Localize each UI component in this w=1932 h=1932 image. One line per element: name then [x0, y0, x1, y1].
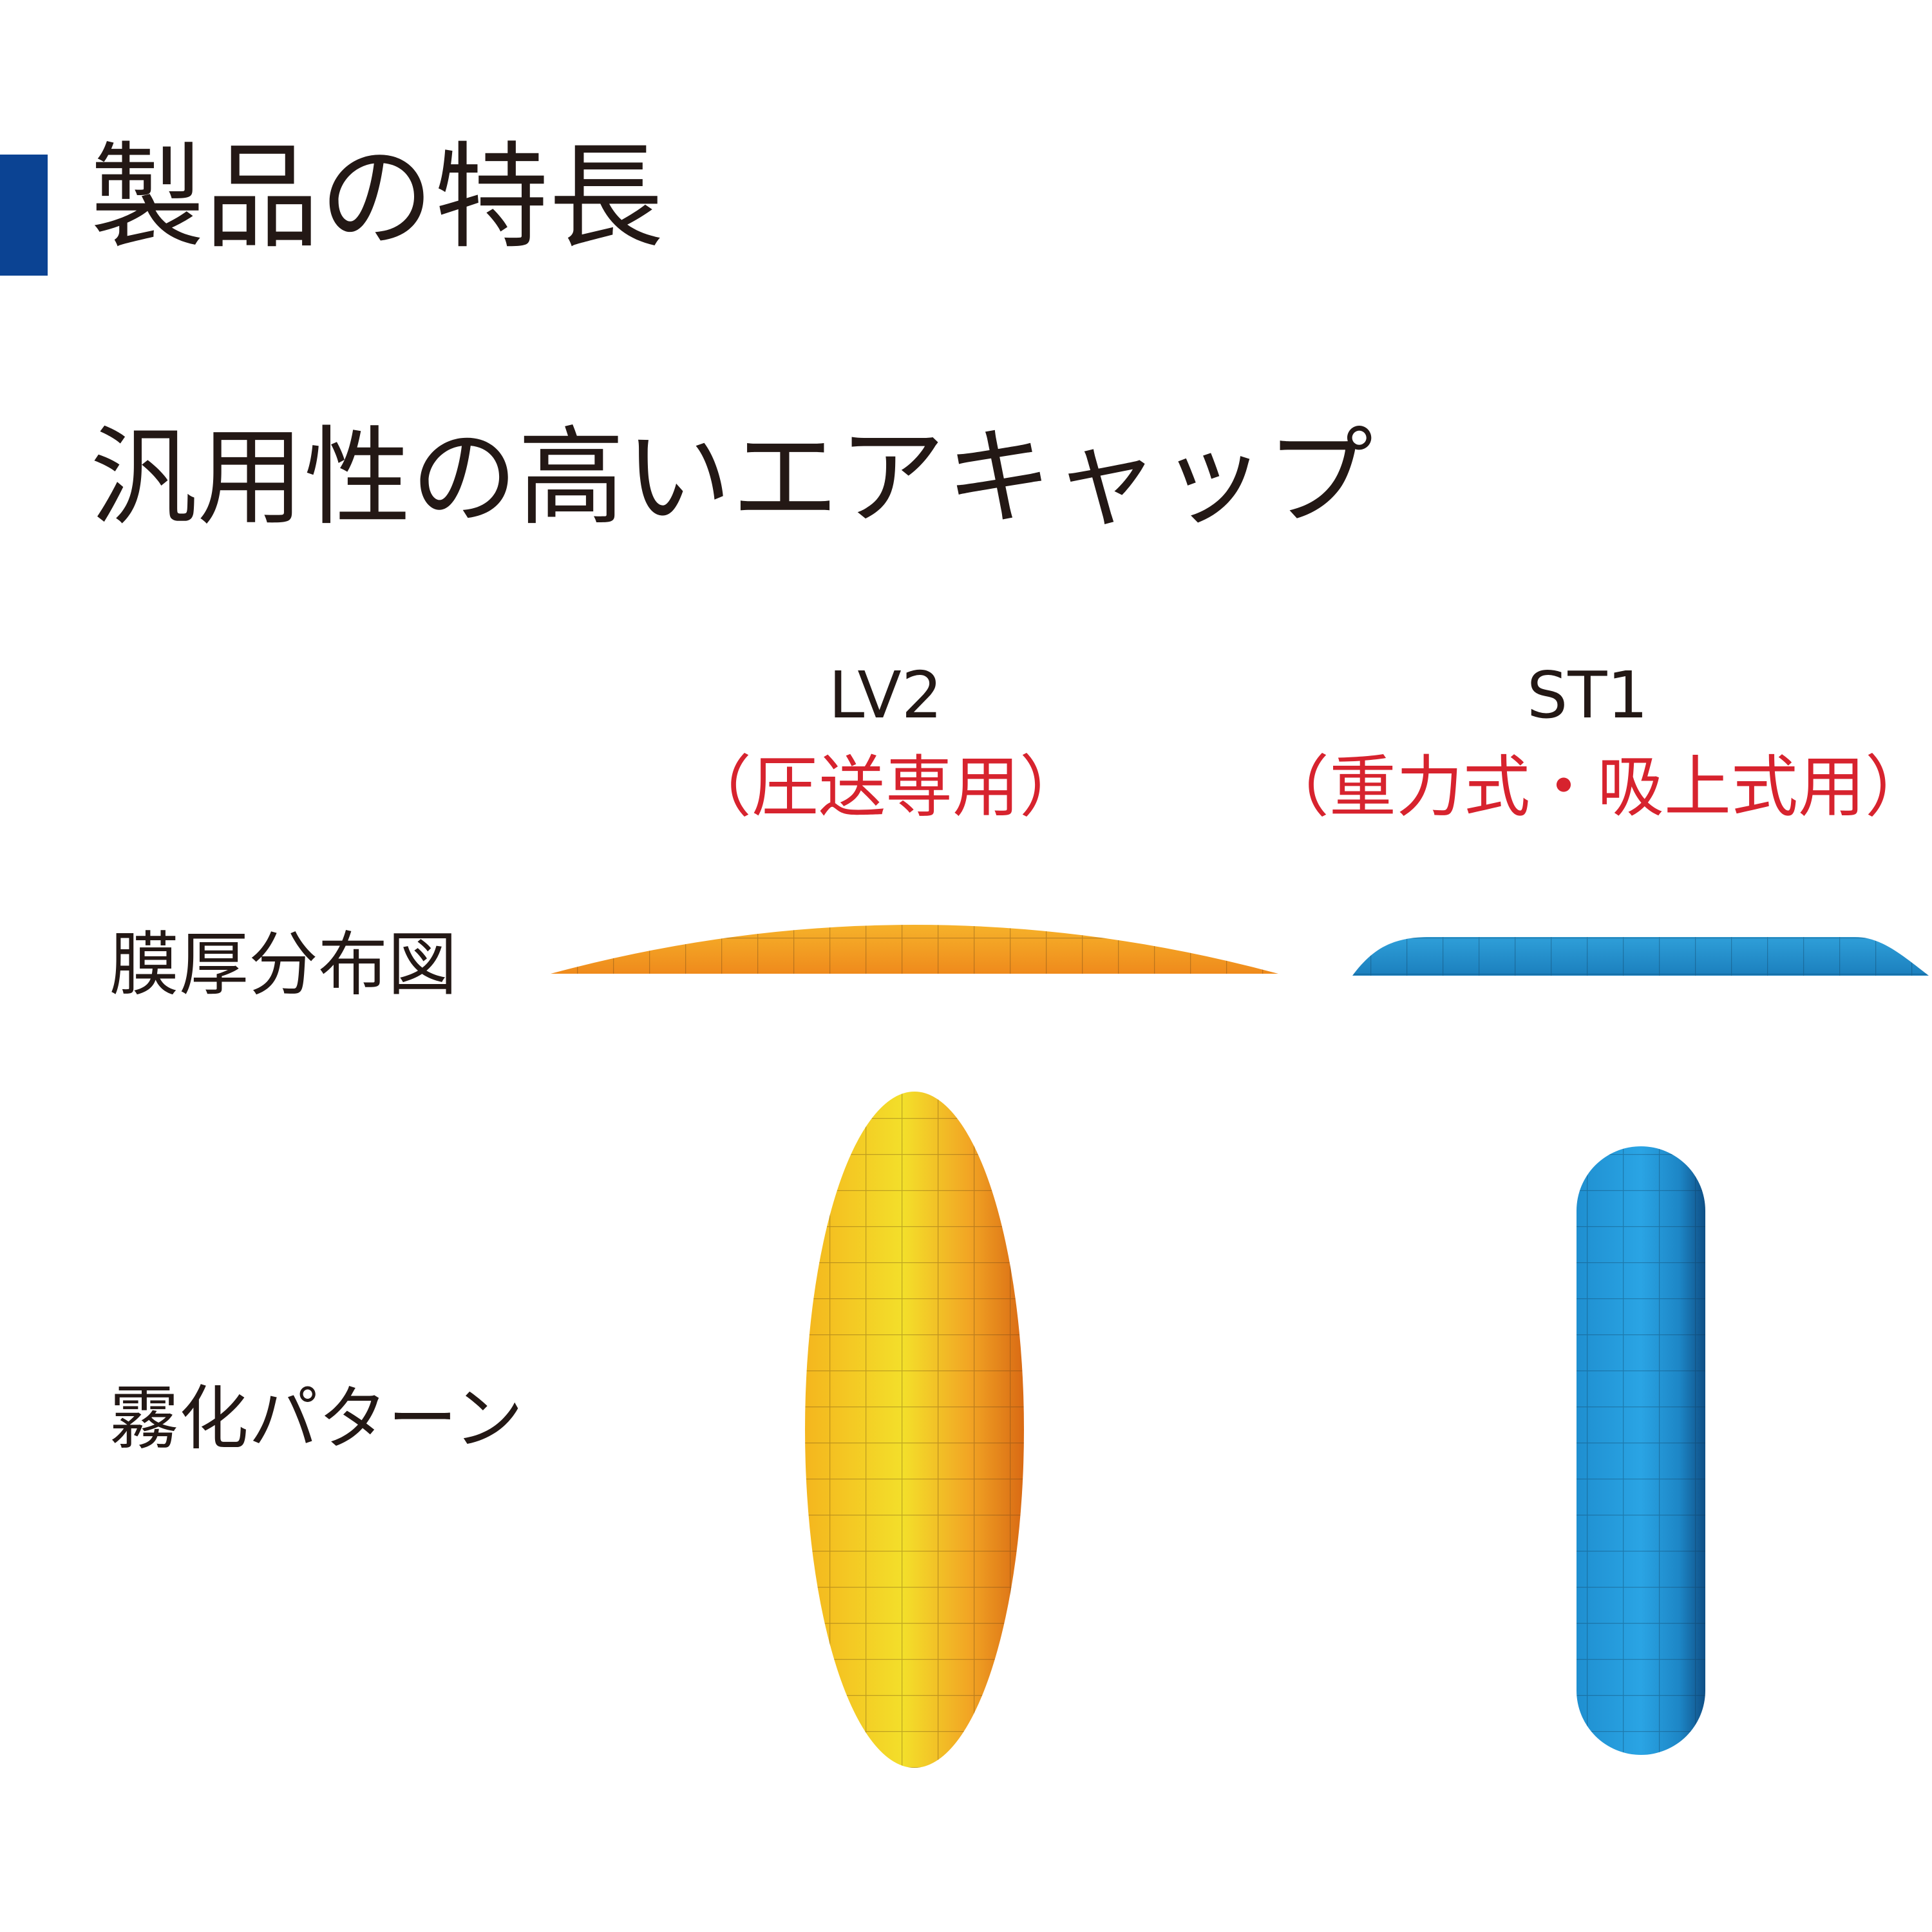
- page-subtitle: 汎用性の高いエアキャップ: [90, 416, 1373, 540]
- st1-usage-note: （重力式・吸上式用）: [1262, 748, 1932, 826]
- title-accent-bar: [0, 155, 48, 276]
- lv2-spray-pattern-shape: [805, 1092, 1024, 1768]
- st1-film-thickness-shape: [1352, 937, 1929, 976]
- lv2-usage-note: （圧送専用）: [684, 748, 1086, 826]
- film-thickness-label: 膜厚分布図: [109, 925, 458, 1005]
- lv2-model-name: LV2: [828, 658, 943, 733]
- st1-model-name: ST1: [1526, 658, 1649, 733]
- page-title: 製品の特長: [90, 131, 663, 264]
- lv2-film-thickness-shape: [551, 925, 1278, 974]
- spray-pattern-label: 霧化パターン: [109, 1379, 524, 1459]
- st1-spray-pattern-shape: [1577, 1146, 1705, 1755]
